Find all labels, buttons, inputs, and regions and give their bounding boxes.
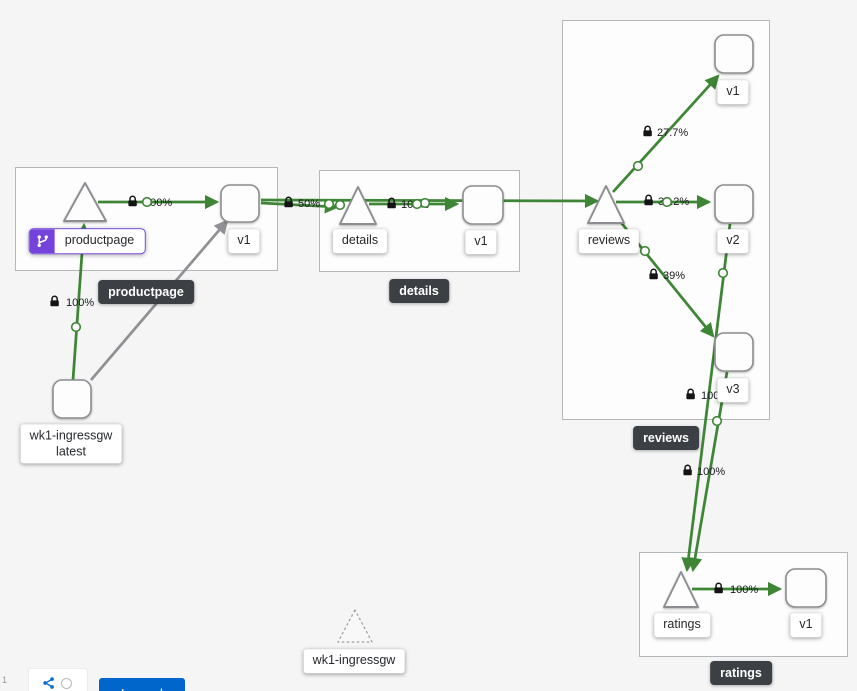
edge-label-reviews-v3-to-ratings: 100%: [683, 464, 725, 478]
lock-icon: [683, 464, 692, 476]
details-box-badge: details: [389, 279, 449, 303]
edge-waypoint: [632, 160, 644, 172]
edge-label-reviews-to-v3: 39%: [649, 268, 685, 282]
legend-button[interactable]: Legend: [99, 678, 185, 691]
edge-label-ratings-to-v1: 100%: [714, 582, 758, 596]
node-label-text: productpage: [54, 229, 145, 253]
lock-icon: [644, 194, 653, 206]
edge-label-text: 27.7%: [657, 127, 688, 139]
details-service-triangle[interactable]: [339, 186, 377, 225]
edge-productpage-v1-to-details[interactable]: [260, 199, 340, 214]
edge-waypoint: [639, 245, 651, 257]
reviews-v1-node-square[interactable]: [714, 34, 754, 74]
edge-label-text: 100%: [730, 584, 758, 596]
edge-waypoint: [334, 199, 346, 211]
edge-waypoint: [70, 321, 82, 333]
edge-waypoint: [711, 415, 723, 427]
lock-icon: [686, 388, 695, 400]
lock-icon: [128, 195, 137, 207]
lock-icon: [714, 582, 723, 594]
edge-waypoint: [411, 198, 423, 210]
details-v1-node-square[interactable]: [462, 185, 504, 225]
graph-settings-button[interactable]: [28, 668, 88, 691]
reviews-service-triangle[interactable]: [587, 185, 625, 224]
code-branch-icon: [29, 229, 55, 253]
productpage-app-label[interactable]: productpage: [28, 228, 146, 254]
reviews-v2-node-square[interactable]: [714, 184, 754, 224]
edge-waypoint: [661, 196, 673, 208]
reviews-v1-label[interactable]: v1: [717, 80, 749, 104]
productpage-box-badge: productpage: [98, 280, 194, 304]
share-alt-icon: [43, 677, 54, 689]
edge-reviews-v2-to-ratings[interactable]: [681, 223, 732, 573]
lock-icon: [649, 268, 658, 280]
reviews-label[interactable]: reviews: [578, 229, 640, 253]
edge-waypoint: [141, 196, 153, 208]
edge-label-ingress-to-productpage: 100%: [50, 295, 94, 309]
ratings-v1-node-square[interactable]: [785, 568, 827, 608]
ratings-service-triangle[interactable]: [663, 571, 699, 608]
edge-label-text: 100%: [66, 297, 94, 309]
reviews-v3-label[interactable]: v3: [717, 378, 749, 402]
productpage-v1-label[interactable]: v1: [228, 229, 260, 253]
lock-icon: [387, 197, 396, 209]
idle-ingressgw-label[interactable]: wk1-ingressgw: [303, 649, 405, 673]
ratings-box-badge: ratings: [710, 661, 772, 685]
edge-waypoint: [323, 198, 335, 210]
edge-label-text: 50%: [298, 198, 320, 210]
productpage-service-triangle[interactable]: [63, 182, 107, 222]
lock-icon: [643, 125, 652, 137]
circle-icon: [61, 677, 72, 689]
ingressgw-node-square[interactable]: [52, 379, 92, 419]
ratings-v1-label[interactable]: v1: [790, 613, 822, 637]
node-label-text: wk1-ingressgw: [29, 428, 113, 443]
productpage-v1-node-square[interactable]: [220, 184, 260, 223]
toolbar-fragment: 1: [2, 675, 8, 685]
ratings-label[interactable]: ratings: [654, 613, 710, 637]
edge-reviews-to-v1[interactable]: [611, 74, 720, 193]
details-v1-label[interactable]: v1: [465, 230, 497, 254]
reviews-v3-node-square[interactable]: [714, 332, 754, 372]
lock-icon: [50, 295, 59, 307]
details-label[interactable]: details: [332, 229, 388, 253]
reviews-v2-label[interactable]: v2: [717, 229, 749, 253]
node-label-version: latest: [56, 444, 86, 458]
lock-icon: [284, 196, 293, 208]
edge-reviews-v3-to-ratings[interactable]: [688, 371, 729, 573]
edge-label-productpage-v1-to-details: 50%: [284, 196, 320, 210]
reviews-box-badge: reviews: [633, 426, 699, 450]
idle-ingressgw-service-triangle[interactable]: [337, 609, 373, 643]
edge-label-reviews-to-v1: 27.7%: [643, 125, 688, 139]
edge-waypoint: [717, 267, 729, 279]
edge-label-text: 39%: [663, 270, 685, 282]
edge-label-text: 100%: [697, 466, 725, 478]
